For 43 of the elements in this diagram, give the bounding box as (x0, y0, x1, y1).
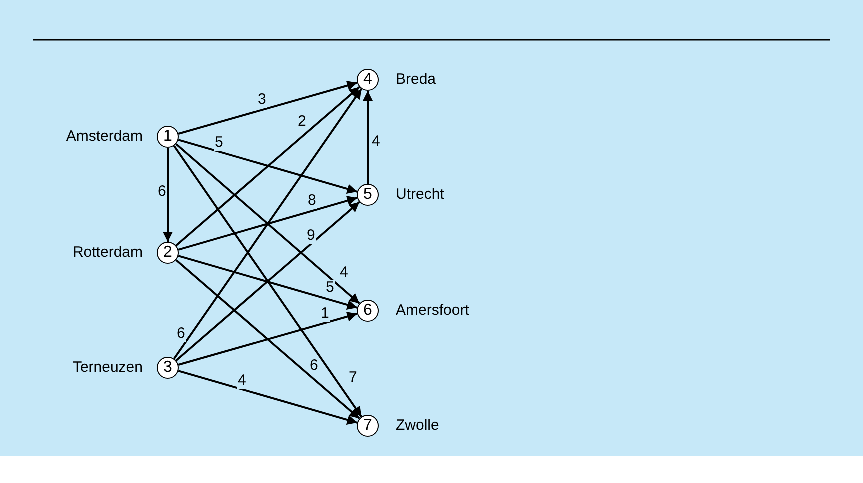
node-number: 4 (364, 72, 372, 88)
node-circle (157, 126, 179, 148)
arrow (173, 88, 363, 360)
edge-label: 3 (257, 92, 268, 108)
arrow (178, 80, 358, 135)
city-name: Utrecht (396, 186, 444, 204)
arrow (176, 201, 360, 362)
city-name: Terneuzen (72, 359, 143, 377)
node-number: 1 (164, 129, 172, 145)
edge-label: 6 (176, 326, 186, 342)
node-number: 5 (364, 187, 372, 203)
edge-label: 8 (307, 193, 318, 209)
edge-label: 4 (237, 373, 248, 389)
arrow (173, 145, 363, 418)
arrow (163, 148, 173, 242)
edge-label: 5 (214, 135, 224, 151)
node-number: 6 (364, 303, 372, 319)
node-number: 2 (164, 245, 172, 261)
arrow (176, 86, 360, 247)
edge-label: 9 (306, 228, 316, 244)
arrow (178, 196, 358, 251)
arrow (178, 370, 358, 425)
city-name: Zwolle (396, 417, 440, 435)
node-circle (357, 69, 379, 91)
arrow (176, 259, 360, 420)
node-circle (157, 357, 179, 379)
edge-label: 6 (309, 358, 320, 374)
city-name: Amsterdam (66, 128, 143, 146)
arrow (178, 312, 358, 366)
edge-label: 1 (320, 306, 330, 322)
node-number: 7 (364, 418, 372, 434)
city-name: Rotterdam (72, 244, 143, 262)
node-number: 3 (164, 360, 172, 376)
arrow (178, 255, 358, 310)
node-circle (357, 184, 379, 206)
arrow (363, 91, 373, 184)
city-name: Breda (396, 71, 436, 89)
arrow (178, 139, 358, 194)
node-circle (357, 415, 379, 437)
node-circle (157, 242, 179, 264)
city-name: Amersfoort (396, 302, 470, 320)
node-circle (357, 300, 379, 322)
arrow (176, 143, 360, 305)
